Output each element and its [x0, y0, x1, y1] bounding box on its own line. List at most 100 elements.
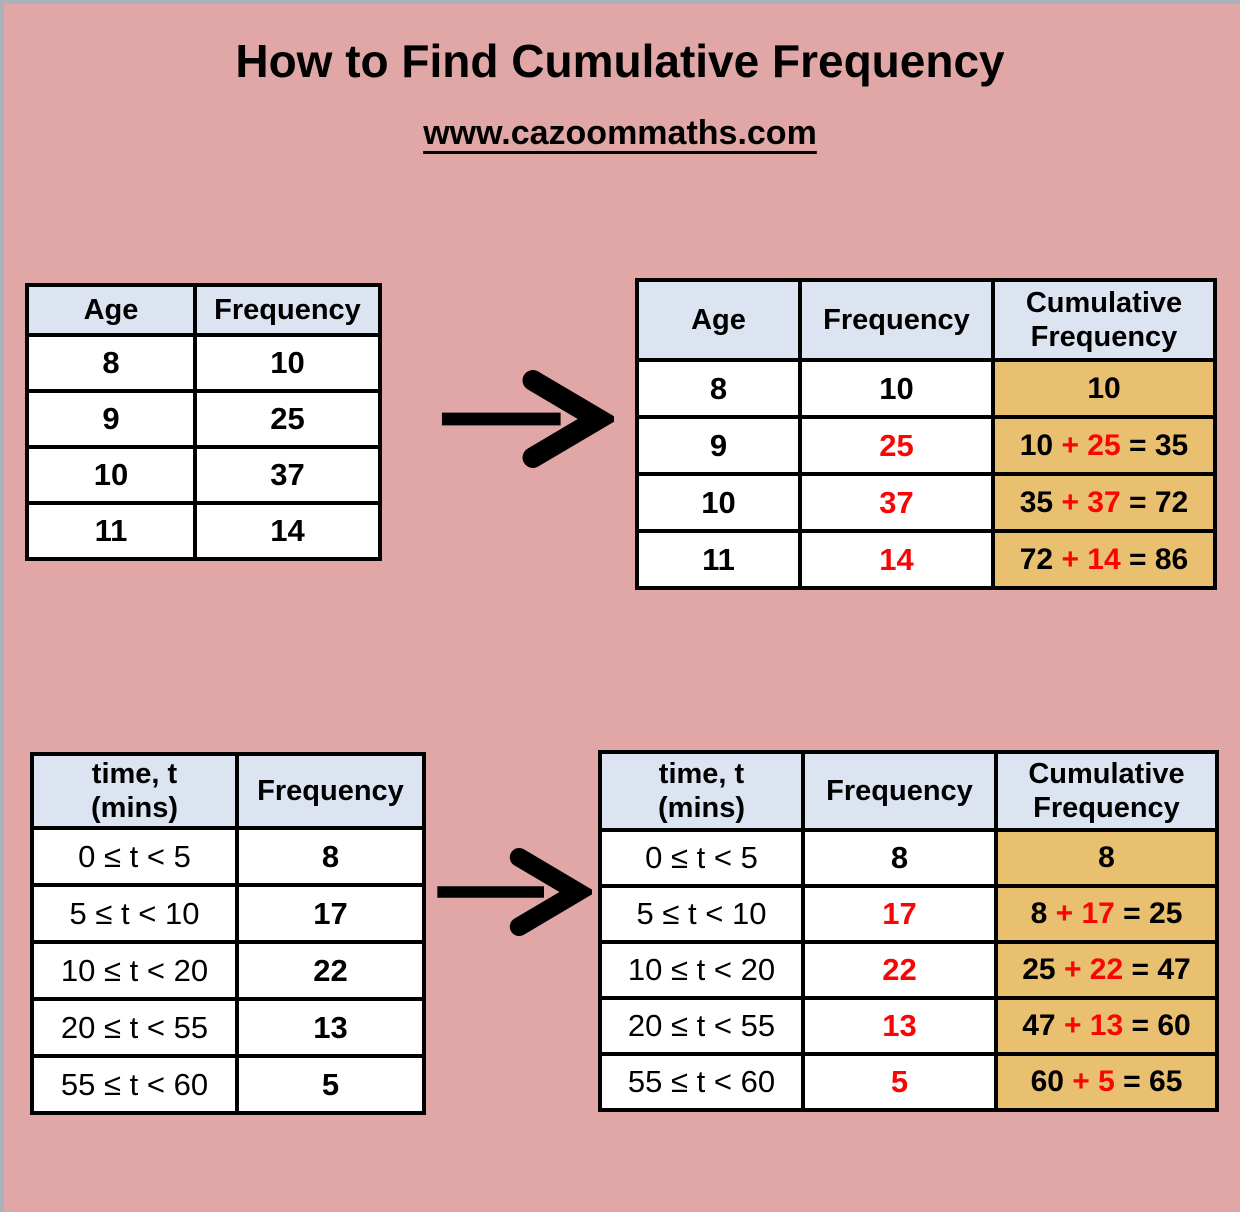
- sum-segment: = 47: [1123, 953, 1191, 986]
- category-cell: 55 ≤ t < 60: [598, 1052, 805, 1112]
- frequency-cell: 13: [235, 997, 426, 1058]
- column-header: time, t (mins): [30, 752, 239, 830]
- sum-segment: 35: [1019, 485, 1062, 519]
- sum-segment: + 13: [1063, 1009, 1124, 1042]
- frequency-cell: 14: [193, 501, 382, 561]
- frequency-cell: 13: [801, 996, 998, 1056]
- category-cell: 20 ≤ t < 55: [30, 997, 239, 1058]
- header-row: time, t (mins)Frequency: [30, 752, 426, 830]
- column-header: Frequency: [801, 750, 998, 832]
- cumulative-frequency-cell: 72 + 14 = 86: [991, 529, 1217, 590]
- category-cell: 9: [25, 389, 197, 449]
- column-header: Cumulative Frequency: [991, 278, 1217, 362]
- sum-segment: = 35: [1120, 428, 1189, 462]
- category-cell: 8: [25, 333, 197, 393]
- cumulative-frequency-cell: 35 + 37 = 72: [991, 472, 1217, 533]
- sum-segment: 60: [1030, 1065, 1073, 1098]
- frequency-cell: 22: [801, 940, 998, 1000]
- category-cell: 10 ≤ t < 20: [30, 940, 239, 1001]
- sum-segment: = 65: [1114, 1065, 1183, 1098]
- category-cell: 9: [635, 415, 802, 476]
- cumulative-frequency-cell: 47 + 13 = 60: [994, 996, 1219, 1056]
- arrow-right-icon: [437, 848, 592, 936]
- category-cell: 0 ≤ t < 5: [30, 826, 239, 887]
- cumulative-frequency-cell: 10: [991, 358, 1217, 419]
- sum-segment: = 72: [1120, 485, 1189, 519]
- frequency-cell: 17: [235, 883, 426, 944]
- cumulative-frequency-cell: 8 + 17 = 25: [994, 884, 1219, 944]
- website-url: www.cazoommaths.com: [423, 114, 817, 152]
- category-cell: 10 ≤ t < 20: [598, 940, 805, 1000]
- category-cell: 5 ≤ t < 10: [30, 883, 239, 944]
- sum-segment: 10: [1019, 428, 1062, 462]
- sum-segment: + 17: [1055, 897, 1115, 930]
- table-header-row-group: time, t (mins)Frequency: [30, 752, 426, 830]
- frequency-cell: 37: [798, 472, 995, 533]
- sum-segment: + 25: [1061, 428, 1121, 462]
- category-cell: 0 ≤ t < 5: [598, 828, 805, 888]
- column-header: Frequency: [235, 752, 426, 830]
- sum-segment: = 25: [1114, 897, 1183, 930]
- sum-segment: 47: [1022, 1009, 1064, 1042]
- frequency-cell: 10: [798, 358, 995, 419]
- frequency-cell: 5: [801, 1052, 998, 1112]
- cumulative-frequency-cell: 10 + 25 = 35: [991, 415, 1217, 476]
- column-header: Frequency: [798, 278, 995, 362]
- page-title: How to Find Cumulative Frequency: [235, 35, 1005, 87]
- sum-segment: + 14: [1061, 542, 1121, 576]
- sum-segment: 8: [1030, 897, 1056, 930]
- frequency-cell: 5: [235, 1054, 426, 1115]
- column-header: Cumulative Frequency: [994, 750, 1219, 832]
- page-edge-left: [0, 0, 4, 1212]
- page-edge-top: [0, 0, 1240, 4]
- sum-segment: 25: [1022, 953, 1064, 986]
- frequency-cell: 25: [193, 389, 382, 449]
- frequency-cell: 17: [801, 884, 998, 944]
- sum-segment: + 5: [1072, 1065, 1115, 1098]
- category-cell: 20 ≤ t < 55: [598, 996, 805, 1056]
- category-cell: 55 ≤ t < 60: [30, 1054, 239, 1115]
- sum-segment: = 60: [1123, 1009, 1191, 1042]
- cumulative-frequency-cell: 60 + 5 = 65: [994, 1052, 1219, 1112]
- column-header: Age: [25, 283, 197, 337]
- column-header: Frequency: [193, 283, 382, 337]
- frequency-cell: 8: [801, 828, 998, 888]
- sum-segment: = 86: [1120, 542, 1189, 576]
- frequency-cell: 22: [235, 940, 426, 1001]
- arrow-right-icon: [441, 370, 614, 468]
- sum-segment: 8: [1098, 841, 1115, 874]
- sum-segment: + 22: [1063, 953, 1124, 986]
- category-cell: 8: [635, 358, 802, 419]
- sum-segment: 72: [1019, 542, 1062, 576]
- category-cell: 10: [635, 472, 802, 533]
- category-cell: 5 ≤ t < 10: [598, 884, 805, 944]
- category-cell: 11: [635, 529, 802, 590]
- category-cell: 11: [25, 501, 197, 561]
